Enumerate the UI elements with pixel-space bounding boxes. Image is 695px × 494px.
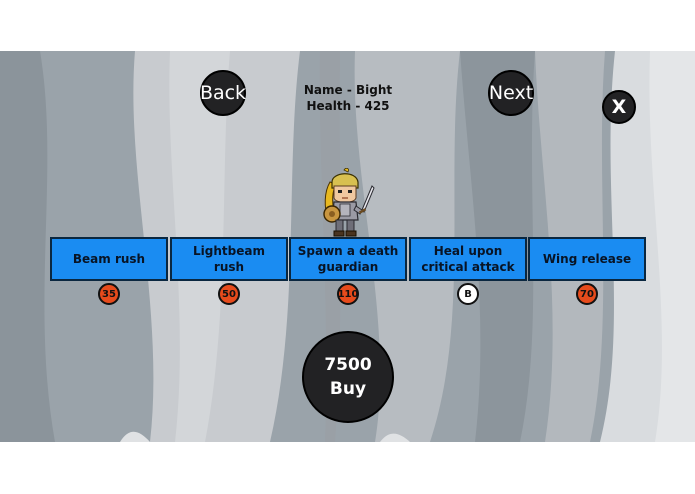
close-button[interactable]: X [602, 90, 636, 124]
character-name: Name - Bight [303, 83, 393, 97]
cost-badge-heal-critical-attack: B [457, 283, 479, 305]
game-screen: Back Next X Name - Bight Health - 425 Be… [0, 51, 695, 442]
cost-badge-wing-release: 70 [576, 283, 598, 305]
buy-button[interactable]: 7500 Buy [302, 331, 394, 423]
back-button[interactable]: Back [200, 70, 246, 116]
character-info: Name - Bight Health - 425 [296, 82, 400, 114]
skill-bar: Beam rush Lightbeam rush Spawn a death g… [50, 237, 646, 281]
cost-badge-lightbeam-rush: 50 [218, 283, 240, 305]
skill-button-lightbeam-rush[interactable]: Lightbeam rush [170, 237, 288, 281]
skill-button-heal-critical-attack[interactable]: Heal upon critical attack [409, 237, 527, 281]
next-button[interactable]: Next [488, 70, 534, 116]
cost-badge-spawn-death-guardian: 110 [337, 283, 359, 305]
cost-badge-beam-rush: 35 [98, 283, 120, 305]
buy-label: Buy [329, 379, 367, 399]
buy-price: 7500 [324, 355, 372, 375]
character-health: Health - 425 [306, 99, 390, 113]
skill-button-beam-rush[interactable]: Beam rush [50, 237, 168, 281]
knight-hero-icon [323, 168, 375, 237]
skill-button-wing-release[interactable]: Wing release [528, 237, 646, 281]
skill-button-spawn-death-guardian[interactable]: Spawn a death guardian [289, 237, 407, 281]
